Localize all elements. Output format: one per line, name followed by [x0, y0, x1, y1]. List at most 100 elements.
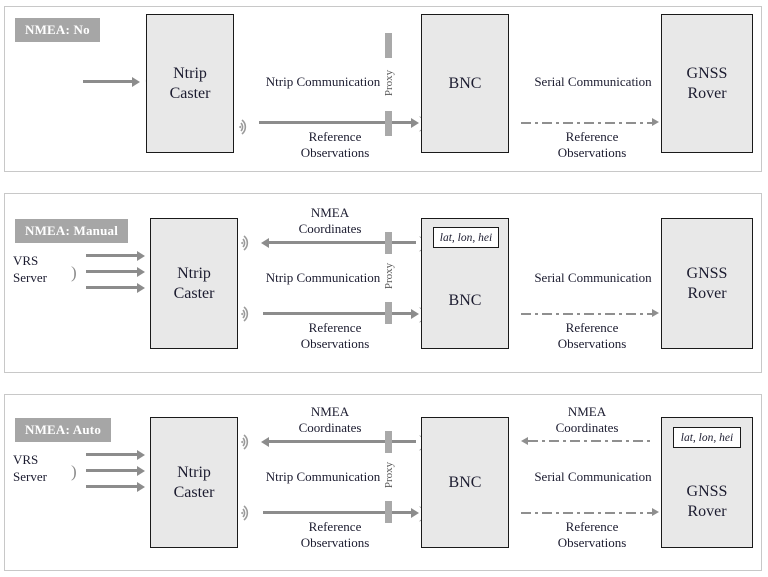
vrs-arrowhead-3-p2 [137, 283, 145, 293]
reference-observations-arrowhead-right-p2 [652, 309, 659, 317]
edge-label-nmea-coordinates-left-p3: NMEA Coordinates [260, 404, 400, 437]
vrs-arrowhead-1-p2 [137, 251, 145, 261]
proxy-label-p1: Proxy [383, 69, 395, 97]
proxy-label-p3: Proxy [383, 461, 395, 489]
edge-label-nmea-coordinates-left-p2: NMEA Coordinates [260, 205, 400, 238]
reference-line1: Reference [565, 519, 619, 534]
node-gnss-rover: GNSS Rover [661, 218, 753, 349]
nmea-arrowhead-left-p3 [261, 437, 269, 447]
node-vrs-server: VRS Server [13, 253, 75, 287]
vrs-line-2-p3 [86, 469, 138, 472]
node-label-bnc: BNC [448, 74, 482, 92]
antenna-paren-icon: ) [71, 263, 77, 282]
nmea-line-p3 [268, 440, 416, 443]
lat-lon-hei-box-bnc: lat, lon, hei [433, 227, 499, 248]
edge-label-reference-observations-right-p1: Reference Observations [517, 129, 667, 162]
reference-observations-line-p2 [263, 312, 415, 315]
antenna-waves-icon [240, 432, 258, 452]
reference-line1: Reference [308, 320, 362, 335]
reference-line1: Reference [308, 519, 362, 534]
node-label-line1: Ntrip [177, 264, 211, 282]
proxy-bar-top-p1 [385, 33, 392, 58]
node-label-line2: Caster [169, 84, 211, 102]
reference-line2: Observations [557, 535, 627, 551]
node-vrs-server: VRS Server [13, 452, 75, 486]
nmea-line1: NMEA [310, 205, 350, 220]
node-label-bnc: BNC [448, 473, 482, 491]
nmea-line2: Coordinates [298, 221, 362, 237]
nmea-dashline-p3 [528, 440, 653, 442]
vrs-arrowhead-2-p3 [137, 466, 145, 476]
edge-label-nmea-coordinates-right-p3: NMEA Coordinates [517, 404, 657, 437]
reference-observations-arrowhead-right-p3 [652, 508, 659, 516]
inbound-line-p1 [83, 80, 133, 83]
reference-line2: Observations [557, 145, 627, 161]
reference-line2: Observations [557, 336, 627, 352]
proxy-label-p2: Proxy [383, 262, 395, 290]
proxy-bar-bottom-p3 [385, 501, 392, 523]
nmea-arrowhead-right-p3 [521, 437, 528, 445]
reference-observations-line-p3 [263, 511, 415, 514]
edge-label-ntrip-communication: Ntrip Communication [265, 74, 381, 89]
node-ntrip-caster: Ntrip Caster [146, 14, 234, 153]
reference-observations-dashline-p1 [521, 122, 653, 124]
reference-observations-arrowhead-p3 [411, 508, 419, 518]
reference-observations-dashline-p3 [521, 512, 653, 514]
edge-label-reference-observations-left-p3: Reference Observations [260, 519, 410, 552]
status-badge-nmea-auto: NMEA: Auto [15, 418, 112, 442]
node-gnss-rover: GNSS Rover [661, 14, 753, 153]
edge-label-reference-observations-right-p2: Reference Observations [517, 320, 667, 353]
vrs-line-3-p3 [86, 485, 138, 488]
vrs-line2: Server [13, 269, 47, 285]
status-badge-nmea-no: NMEA: No [15, 18, 100, 42]
panel-nmea-auto: NMEA: Auto VRS Server ) Ntrip Caster [4, 394, 762, 571]
lat-lon-hei-box-rover: lat, lon, hei [673, 427, 741, 448]
panel-nmea-no: NMEA: No Ntrip Caster Ntrip Communicat [4, 6, 762, 172]
vrs-line1: VRS [13, 253, 39, 268]
reference-observations-dashline-p2 [521, 313, 653, 315]
vrs-line-1-p3 [86, 453, 138, 456]
proxy-bar-bottom-p2 [385, 302, 392, 324]
vrs-arrowhead-1-p3 [137, 450, 145, 460]
node-label-line1: Ntrip [173, 64, 207, 82]
node-label-line2: Rover [687, 502, 727, 520]
node-bnc: BNC [421, 417, 509, 548]
reference-line1: Reference [565, 129, 619, 144]
reference-line2: Observations [300, 145, 370, 161]
status-badge-nmea-manual: NMEA: Manual [15, 219, 129, 243]
reference-line1: Reference [308, 129, 362, 144]
node-label-line2: Rover [687, 284, 727, 302]
edge-label-reference-observations-left-p1: Reference Observations [260, 129, 410, 162]
nmea-line2: Coordinates [298, 420, 362, 436]
reference-observations-arrowhead-p2 [411, 309, 419, 319]
proxy-bar-top-p2 [385, 232, 392, 254]
edge-label-serial-communication: Serial Communication [534, 74, 652, 89]
reference-observations-arrowhead-right-p1 [652, 118, 659, 126]
proxy-bar-top-p3 [385, 431, 392, 453]
vrs-line1: VRS [13, 452, 39, 467]
node-label-line2: Rover [687, 84, 727, 102]
node-label-line2: Caster [173, 483, 215, 501]
edge-label-reference-observations-left-p2: Reference Observations [260, 320, 410, 353]
nmea-line2: Coordinates [555, 420, 619, 436]
edge-label-ntrip-communication: Ntrip Communication [265, 270, 381, 285]
proxy-bar-bottom-p1 [385, 111, 392, 136]
nmea-arrowhead-left-p2 [261, 238, 269, 248]
vrs-line-2-p2 [86, 270, 138, 273]
inbound-arrowhead-p1 [132, 77, 140, 87]
node-bnc: BNC [421, 14, 509, 153]
reference-line2: Observations [300, 336, 370, 352]
nmea-line1: NMEA [310, 404, 350, 419]
reference-line2: Observations [300, 535, 370, 551]
vrs-line-1-p2 [86, 254, 138, 257]
edge-label-serial-communication: Serial Communication [534, 270, 652, 285]
node-label-line1: Ntrip [177, 463, 211, 481]
node-ntrip-caster: Ntrip Caster [150, 218, 238, 349]
edge-label-serial-communication: Serial Communication [534, 469, 652, 484]
node-label-line1: GNSS [686, 482, 728, 500]
edge-label-reference-observations-right-p3: Reference Observations [517, 519, 667, 552]
vrs-arrowhead-3-p3 [137, 482, 145, 492]
node-ntrip-caster: Ntrip Caster [150, 417, 238, 548]
node-label-line1: GNSS [686, 264, 728, 282]
